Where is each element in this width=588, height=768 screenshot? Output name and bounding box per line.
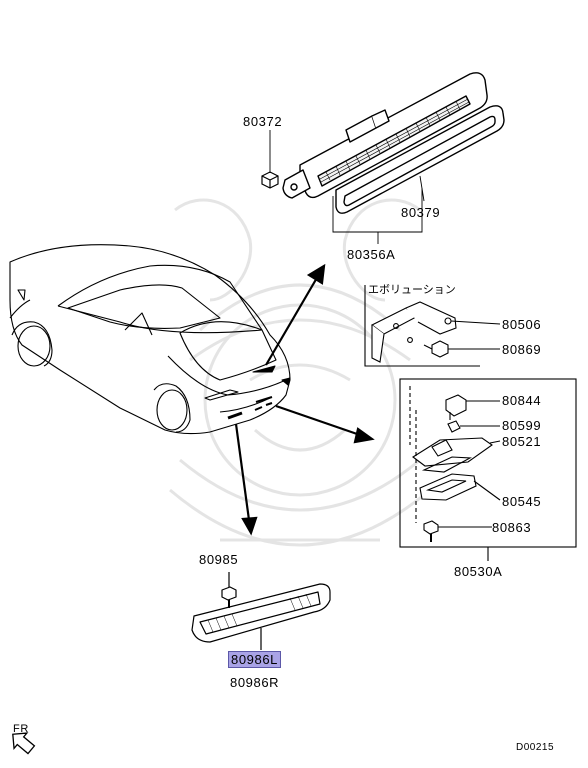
screw-80372-icon xyxy=(261,171,279,189)
callout-80372: 80372 xyxy=(243,114,283,129)
callout-80863: 80863 xyxy=(492,520,532,535)
front-indicator-label: FR xyxy=(13,723,29,735)
pointer-arrows xyxy=(234,263,375,536)
diagram-code: D00215 xyxy=(516,742,555,753)
callout-80356A: 80356A xyxy=(347,247,396,262)
callout-80379: 80379 xyxy=(401,205,441,220)
callout-80986L-highlighted[interactable]: 80986L xyxy=(228,651,281,668)
front-arrow-icon xyxy=(12,732,36,755)
evolution-label: エボリューション xyxy=(368,284,456,296)
callout-80869: 80869 xyxy=(502,342,542,357)
callout-80985: 80985 xyxy=(199,552,239,567)
samurai-helmet-watermark xyxy=(169,198,431,547)
license-lamp-group xyxy=(399,378,577,561)
callout-80599: 80599 xyxy=(502,418,542,433)
callout-80521: 80521 xyxy=(502,434,542,449)
callout-80545: 80545 xyxy=(502,494,542,509)
callout-80530A: 80530A xyxy=(454,564,503,579)
callout-80506: 80506 xyxy=(502,317,542,332)
callout-80844: 80844 xyxy=(502,393,542,408)
evolution-bracket-group xyxy=(364,285,501,367)
callout-80986R: 80986R xyxy=(230,675,280,690)
high-mount-stop-lamp xyxy=(282,72,505,214)
side-marker-lamp xyxy=(191,572,331,650)
car-outline xyxy=(9,244,291,435)
